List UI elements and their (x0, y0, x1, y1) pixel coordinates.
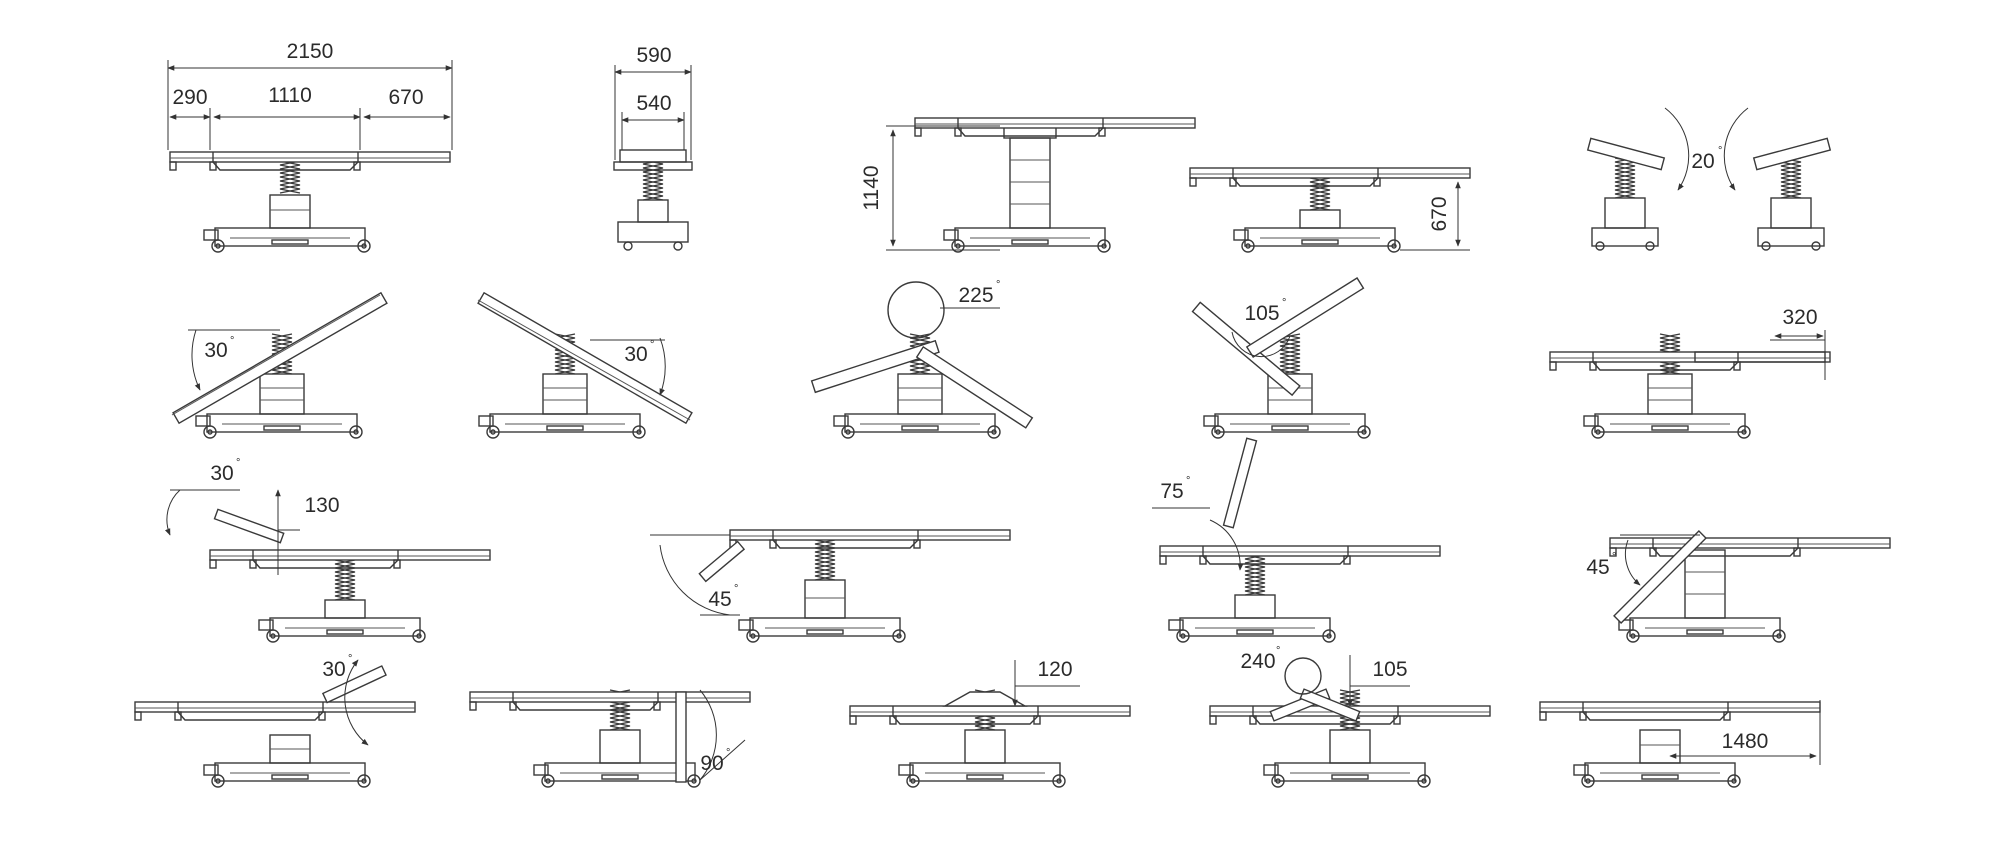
svg-text:°: ° (650, 339, 654, 351)
label-total-length: 2150 (287, 40, 334, 63)
label-longitudinal-slide: 320 (1782, 306, 1817, 329)
view-leg-down: 45 ° (1586, 530, 1891, 643)
svg-text:°: ° (230, 335, 234, 347)
view-head-up: 30 ° 130 (164, 457, 491, 643)
svg-text:°: ° (1282, 297, 1286, 309)
label-width-inner: 540 (636, 92, 671, 115)
degree-symbol: ° (1718, 145, 1722, 157)
svg-text:°: ° (1612, 551, 1616, 563)
view-leg-up: 30 ° (134, 653, 416, 788)
label-back-up: 75 (1160, 480, 1183, 503)
label-trendelenburg: 30 (204, 339, 227, 362)
view-slide-total: 1480 (1539, 700, 1821, 788)
view-kidney-bridge: 120 (849, 658, 1131, 788)
label-leg-down: 45 (1586, 556, 1609, 579)
svg-text:°: ° (348, 653, 352, 665)
view-reflex: 105 ° (1191, 277, 1370, 438)
view-lateral-tilt: 20 ° (1586, 107, 1832, 251)
label-slide-total: 1480 (1722, 730, 1769, 753)
label-head-section: 290 (172, 86, 207, 109)
label-leg-up: 30 (322, 658, 345, 681)
label-lateral-tilt: 20 (1691, 150, 1714, 173)
label-max-height: 1140 (860, 165, 883, 210)
view-flex: 225 ° (810, 279, 1034, 438)
label-head-down: 45 (708, 588, 731, 611)
svg-text:°: ° (996, 279, 1000, 291)
view-leg-down-90: 90 ° (469, 689, 751, 788)
view-longitudinal-slide: 320 (1549, 306, 1831, 438)
svg-text:°: ° (236, 457, 240, 469)
view-trendelenburg: 30 ° (171, 291, 388, 438)
label-head-raise: 130 (304, 494, 339, 517)
view-min-height: 670 (1189, 167, 1471, 253)
label-middle-section: 1110 (268, 84, 312, 107)
svg-text:°: ° (726, 747, 730, 759)
view-beach-chair: 240 ° 105 (1209, 645, 1491, 788)
label-kidney-bridge: 120 (1037, 658, 1072, 681)
view-back-up: 75 ° (1152, 437, 1441, 643)
svg-text:°: ° (734, 583, 738, 595)
label-beach-chair: 240 (1240, 650, 1275, 673)
label-width-outer: 590 (636, 44, 671, 67)
view-max-height: 1140 (860, 117, 1196, 253)
view-side-dimensions: 2150 290 1110 670 (167, 40, 453, 253)
label-reflex-angle: 105 (1244, 302, 1279, 325)
label-leg-down-full: 90 (700, 752, 723, 775)
view-reverse-trendelenburg: 30 ° (477, 291, 693, 438)
view-end-width: 590 540 (613, 44, 693, 251)
label-leg-section: 670 (388, 86, 423, 109)
label-flex-angle: 225 (958, 284, 993, 307)
label-chair-drop: 105 (1372, 658, 1407, 681)
view-head-down: 45 ° (650, 529, 1011, 643)
label-min-height: 670 (1428, 196, 1451, 231)
svg-text:°: ° (1186, 475, 1190, 487)
svg-text:°: ° (1276, 645, 1280, 657)
label-reverse-trendelenburg: 30 (624, 343, 647, 366)
label-head-up: 30 (210, 462, 233, 485)
